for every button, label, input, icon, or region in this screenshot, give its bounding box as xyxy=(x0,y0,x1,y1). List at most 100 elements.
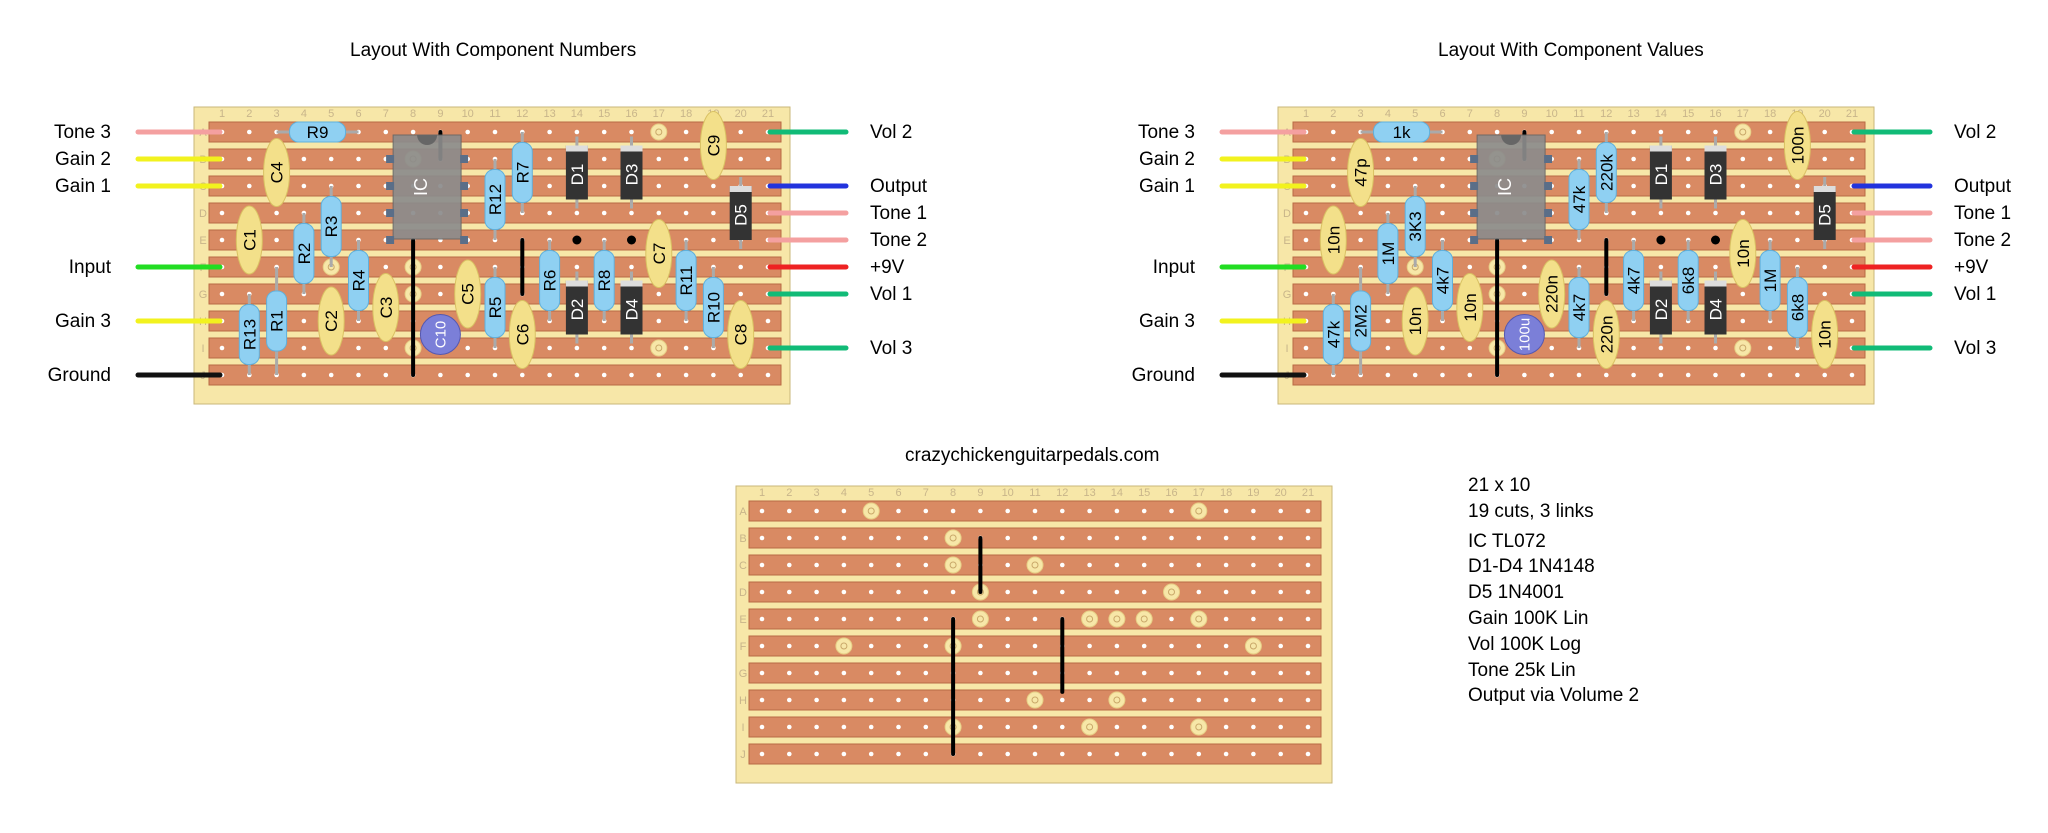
numbered-resistor-body-r5 xyxy=(484,277,506,338)
numbered-electrolytic-body xyxy=(419,314,461,355)
values-diode-body-d1 xyxy=(1649,145,1672,200)
numbered-hole xyxy=(520,372,525,378)
cuts-track-cut-ring xyxy=(1113,615,1121,623)
values-hole xyxy=(1713,129,1718,135)
cuts-track-cut-ring xyxy=(867,507,875,515)
values-hole xyxy=(1822,372,1827,378)
values-hole xyxy=(1849,372,1855,378)
cuts-col-label: 13 xyxy=(1083,487,1095,499)
cuts-track-cut xyxy=(1108,691,1126,709)
cuts-hole xyxy=(814,535,819,541)
cuts-hole xyxy=(759,562,765,568)
values-col-label: 5 xyxy=(1412,108,1418,120)
cuts-hole xyxy=(814,670,819,676)
cuts-hole xyxy=(1223,751,1229,757)
values-hole xyxy=(1358,237,1363,243)
values-hole xyxy=(1822,291,1827,297)
cuts-col-label: 10 xyxy=(1002,487,1014,499)
numbered-hole xyxy=(301,318,307,324)
cuts-hole xyxy=(1196,535,1202,541)
values-resistor-body-r5 xyxy=(1568,277,1590,338)
cuts-wire-links xyxy=(951,536,1065,756)
values-cap-label: 47p xyxy=(1352,158,1371,186)
values-hole xyxy=(1767,183,1773,189)
cuts-hole xyxy=(1005,751,1010,757)
numbered-resistor-label: R4 xyxy=(350,270,369,292)
cuts-track-cut xyxy=(1108,610,1126,628)
numbered-hole xyxy=(629,129,634,135)
numbered-cap-body-c1 xyxy=(235,205,263,275)
values-cap-body-c7 xyxy=(1729,219,1757,288)
numbered-hole xyxy=(683,210,689,216)
values-diode-label: D1 xyxy=(1652,164,1671,186)
cuts-hole xyxy=(1251,589,1256,595)
numbered-col-label: 13 xyxy=(543,108,555,120)
values-resistor-label: 1M xyxy=(1379,242,1398,266)
numbered-col-label: 10 xyxy=(462,108,474,120)
cuts-col-label: 2 xyxy=(786,487,792,499)
cuts-hole xyxy=(1278,562,1283,568)
cuts-hole xyxy=(814,589,819,595)
cuts-hole xyxy=(759,697,765,703)
values-hole xyxy=(1740,318,1746,324)
values-hole xyxy=(1467,264,1473,270)
numbered-hole xyxy=(601,345,607,351)
numbered-ic-pin xyxy=(386,209,395,217)
cuts-hole xyxy=(923,670,929,676)
numbered-diode-label: D2 xyxy=(568,299,587,321)
numbered-cap-body-c3 xyxy=(372,273,400,342)
numbered-hole xyxy=(438,291,443,297)
cuts-hole xyxy=(841,508,847,514)
cuts-hole xyxy=(1169,724,1174,730)
values-ic-notch xyxy=(1501,135,1522,145)
numbered-wire-label: Gain 3 xyxy=(55,311,111,332)
values-electrolytic-label: 100u xyxy=(1516,318,1533,351)
values-wire-label: Output xyxy=(1954,176,2012,197)
values-hole xyxy=(1713,210,1718,216)
values-resistor-body-r6 xyxy=(1623,250,1645,311)
numbered-col-label: 15 xyxy=(598,108,610,120)
cuts-hole xyxy=(1278,589,1283,595)
cuts-hole xyxy=(868,589,874,595)
cuts-hole xyxy=(841,562,847,568)
values-hole xyxy=(1303,291,1309,297)
values-wire-label: Gain 2 xyxy=(1139,149,1195,170)
numbered-hole xyxy=(465,345,471,351)
values-resistor-body-r13 xyxy=(1322,304,1344,365)
cuts-hole xyxy=(1032,643,1038,649)
cuts-hole xyxy=(1005,724,1010,730)
numbered-hole xyxy=(301,183,307,189)
cuts-hole xyxy=(1114,643,1120,649)
values-hole xyxy=(1685,345,1691,351)
cuts-hole xyxy=(1087,535,1092,541)
note-output: Output via Volume 2 xyxy=(1468,685,1640,707)
cuts-hole xyxy=(1251,616,1256,622)
cuts-col-label: 7 xyxy=(923,487,929,499)
values-ic-pin xyxy=(1544,155,1553,163)
values-hole xyxy=(1385,156,1391,162)
cuts-col-label: 9 xyxy=(977,487,983,499)
numbered-hole xyxy=(356,372,361,378)
values-col-label: 2 xyxy=(1330,108,1336,120)
numbered-ic-label: IC xyxy=(411,178,431,196)
cuts-track-cut xyxy=(1190,502,1208,520)
values-resistor-label: 1M xyxy=(1761,269,1780,293)
cuts-hole xyxy=(1169,508,1174,514)
numbered-wire-label: Vol 3 xyxy=(870,338,912,359)
cuts-hole xyxy=(1114,751,1120,757)
cuts-hole xyxy=(923,562,929,568)
cuts-col-label: 20 xyxy=(1275,487,1287,499)
cuts-hole xyxy=(1223,697,1229,703)
values-hole xyxy=(1822,264,1827,270)
cuts-hole xyxy=(814,508,819,514)
values-hole xyxy=(1331,129,1336,135)
cuts-hole xyxy=(1305,562,1311,568)
cuts-col-label: 18 xyxy=(1220,487,1232,499)
numbered-col-label: 6 xyxy=(355,108,361,120)
numbered-hole xyxy=(629,345,634,351)
numbered-wire-label: Tone 3 xyxy=(54,122,111,143)
values-hole xyxy=(1549,129,1554,135)
cuts-hole xyxy=(1169,562,1174,568)
